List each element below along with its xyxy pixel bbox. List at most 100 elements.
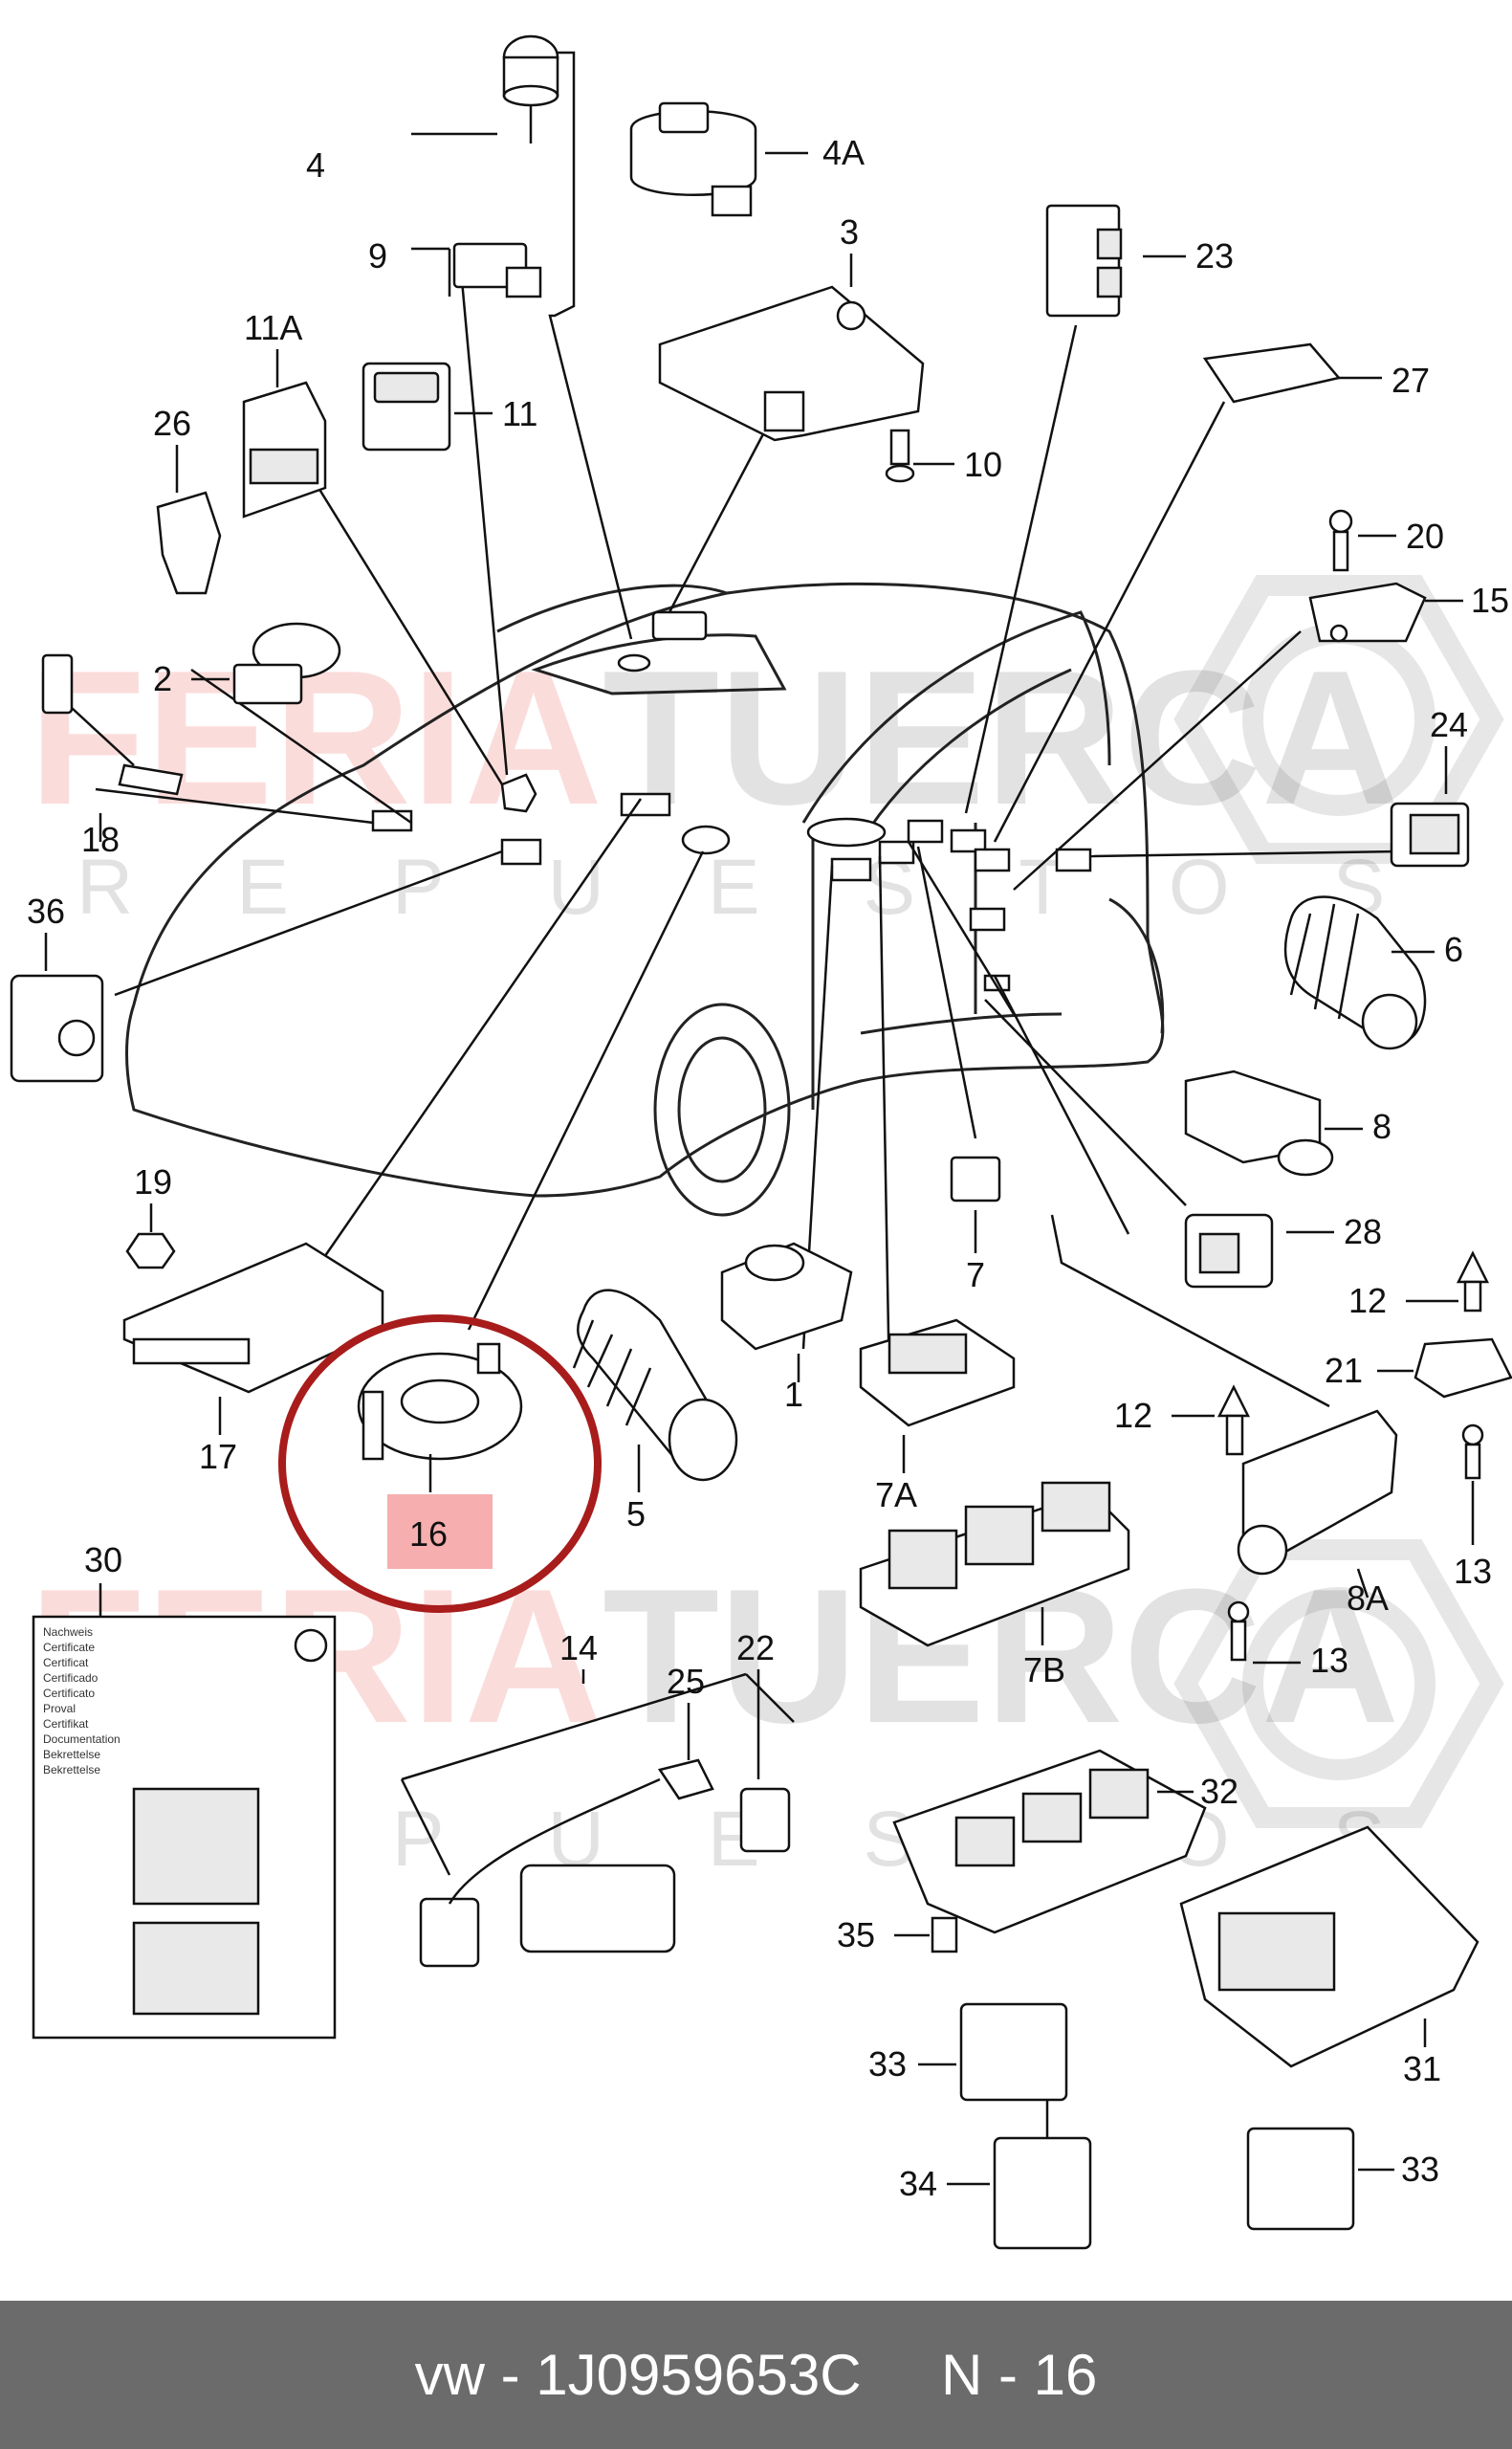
callout-13b: 13: [1310, 1641, 1348, 1680]
footer-bar: vw - 1J0959653C N - 16: [0, 2301, 1512, 2449]
part-7A-switch: [859, 1318, 1016, 1427]
part-33-switch-a: [959, 2002, 1068, 2102]
part-12-clip-b: [1216, 1384, 1251, 1456]
part-23-switch: [1045, 204, 1123, 318]
cert-line: Certificado: [43, 1671, 99, 1685]
callout-4A: 4A: [822, 133, 865, 172]
part-24-connector: [1390, 802, 1470, 868]
part-20-bolt: [1328, 509, 1353, 572]
callout-17: 17: [199, 1437, 237, 1476]
callout-33a: 33: [868, 2044, 907, 2084]
part-35-clip: [931, 1916, 958, 1953]
part-7B-switch: [859, 1481, 1130, 1647]
car-connectors: [371, 610, 1092, 992]
callout-32: 32: [1200, 1772, 1238, 1811]
part-8-module: [1184, 1070, 1334, 1177]
callout-11A: 11A: [244, 308, 302, 347]
parts-diagram: FERIA TUERCA REPUESTOS FERIA TUERCA REPU…: [10, 34, 1512, 2250]
cert-line: Certificato: [43, 1687, 95, 1700]
callout-35: 35: [837, 1915, 875, 1954]
leader-lines: [95, 51, 1402, 2019]
part-19-nut: [125, 1232, 176, 1269]
part-10-screw: [885, 429, 915, 483]
callout-12b: 12: [1114, 1396, 1152, 1435]
callout-27: 27: [1391, 361, 1430, 400]
callout-6: 6: [1444, 930, 1463, 969]
callout-9: 9: [368, 236, 387, 276]
certificate-lines: Nachweis Certificate Certificat Certific…: [43, 1625, 121, 1776]
callout-7A: 7A: [875, 1475, 917, 1514]
part-26-clip: [156, 491, 222, 595]
cert-line: Documentation: [43, 1732, 121, 1746]
part-15-sensor: [1308, 582, 1427, 643]
callout-14: 14: [559, 1628, 598, 1667]
callout-22: 22: [736, 1628, 775, 1667]
callout-25: 25: [667, 1662, 705, 1701]
callout-1: 1: [784, 1375, 803, 1414]
callout-16: 16: [409, 1514, 448, 1554]
part-5-boot: [572, 1289, 738, 1482]
part-33-switch-b: [1246, 2127, 1355, 2231]
callout-8A: 8A: [1347, 1578, 1389, 1618]
callout-15: 15: [1471, 581, 1509, 620]
part-8A-actuator: [1237, 1409, 1398, 1576]
part-27-connector: [1202, 342, 1342, 404]
part-9-connector: [452, 242, 542, 298]
watermark-word-2: TUERCA: [603, 631, 1399, 845]
callout-28: 28: [1344, 1212, 1382, 1251]
callout-5: 5: [626, 1494, 646, 1533]
cert-line: Certifikat: [43, 1717, 89, 1731]
callout-24: 24: [1430, 705, 1468, 744]
part-32-bezel: [892, 1749, 1207, 1934]
callout-13a: 13: [1454, 1552, 1492, 1591]
footer-text: vw - 1J0959653C N - 16: [414, 2343, 1098, 2407]
part-13-screw-a: [1461, 1423, 1484, 1480]
part-18-cable: [41, 653, 184, 796]
part-30-certificate: Nachweis Certificate Certificat Certific…: [32, 1615, 337, 2040]
part-16-clock-spring: [357, 1342, 523, 1461]
callout-4: 4: [306, 145, 325, 185]
highlight-circle: [278, 1314, 602, 1613]
part-12-clip-a: [1456, 1250, 1490, 1313]
part-4-sensor: [502, 34, 559, 143]
part-36-switch: [10, 974, 104, 1083]
callout-23: 23: [1195, 236, 1234, 276]
part-2-switch: [232, 622, 341, 705]
part-21-bracket: [1413, 1337, 1512, 1399]
part-6-boot: [1283, 895, 1427, 1050]
callout-30: 30: [84, 1540, 122, 1579]
callout-2: 2: [153, 659, 172, 698]
cert-line: Bekrettelse: [43, 1748, 100, 1761]
cert-line: Proval: [43, 1702, 76, 1715]
callout-7: 7: [966, 1255, 985, 1294]
callout-12a: 12: [1348, 1281, 1387, 1320]
part-34-module: [993, 2136, 1092, 2250]
part-4A-switch: [629, 101, 757, 217]
callout-ticks: [44, 151, 1475, 2186]
part-28-connector: [1184, 1213, 1274, 1289]
part-11-switch: [362, 362, 451, 452]
callout-34: 34: [899, 2164, 937, 2203]
cert-line: Bekrettelse: [43, 1763, 100, 1776]
part-31-bezel: [1179, 1825, 1479, 2068]
part-3-motor: [658, 285, 925, 442]
callout-26: 26: [153, 404, 191, 443]
cert-line: Certificate: [43, 1641, 95, 1654]
callout-33b: 33: [1401, 2150, 1439, 2189]
cert-line: Nachweis: [43, 1625, 93, 1639]
cert-line: Certificat: [43, 1656, 89, 1669]
callout-20: 20: [1406, 517, 1444, 556]
part-13-screw-b: [1227, 1600, 1250, 1662]
callout-31: 31: [1403, 2049, 1441, 2088]
callout-7B: 7B: [1023, 1650, 1065, 1689]
callout-19: 19: [134, 1162, 172, 1202]
nut-icon: [1173, 575, 1504, 1828]
callout-21: 21: [1325, 1351, 1363, 1390]
watermark-sub: REPUESTOS: [77, 844, 1488, 931]
callout-10: 10: [964, 445, 1002, 484]
callout-3: 3: [840, 212, 859, 252]
callout-36: 36: [27, 892, 65, 931]
part-1-switch: [720, 1242, 853, 1351]
callout-11: 11: [502, 394, 537, 433]
callout-8: 8: [1372, 1107, 1391, 1146]
